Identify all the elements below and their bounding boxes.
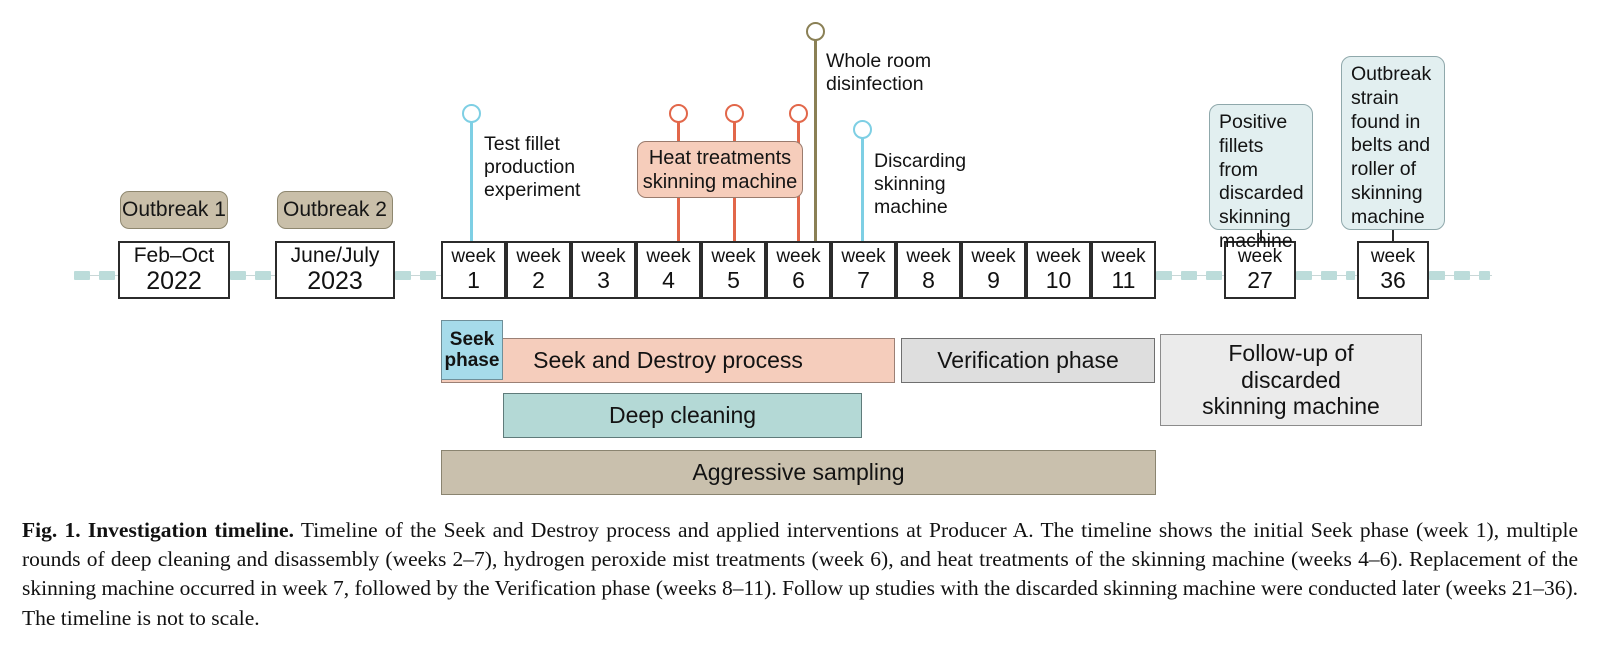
axis-dash	[1479, 271, 1490, 280]
axis-dash	[1454, 271, 1470, 280]
marker-stem-test-fillet-production-experiment	[470, 121, 473, 246]
caption-body: Timeline of the Seek and Destroy process…	[22, 518, 1578, 630]
marker-knob-heat-treatment-week-5	[724, 104, 744, 123]
figure-caption: Fig. 1. Investigation timeline. Timeline…	[22, 516, 1578, 633]
axis-dash	[1181, 271, 1197, 280]
marker-knob-test-fillet-production-experiment	[461, 104, 481, 123]
seek-and-destroy-bar: Seek and Destroy process	[441, 338, 895, 383]
week-number-label: 2	[532, 266, 545, 293]
axis-dash	[1206, 271, 1222, 280]
week-number-label: 27	[1247, 266, 1273, 293]
week-word-label: week	[1370, 246, 1416, 268]
axis-dash	[420, 271, 436, 280]
period-month-label: Feb–Oct	[133, 244, 215, 268]
week-word-label: week	[776, 246, 821, 268]
marker-knob-heat-treatment-week-6	[788, 104, 808, 123]
axis-dash	[1156, 271, 1172, 280]
week-word-label: week	[1101, 246, 1146, 268]
axis-dash	[230, 271, 246, 280]
outbreak-strain-callout: Outbreak strain found in belts and rolle…	[1341, 56, 1445, 230]
week-word-label: week	[646, 246, 691, 268]
axis-connector	[74, 275, 118, 276]
axis-dash	[395, 271, 411, 280]
week-number-label: 36	[1380, 266, 1406, 293]
marker-label-test-fillet-production-experiment: Test fillet production experiment	[484, 133, 581, 201]
period-month-label: June/July	[290, 244, 380, 268]
week-number-label: 8	[922, 266, 935, 293]
week-number-label: 3	[597, 266, 610, 293]
week-word-label: week	[841, 246, 886, 268]
marker-stem-discarding-skinning-machine	[861, 137, 864, 246]
axis-dash	[1346, 271, 1355, 280]
marker-knob-discarding-skinning-machine	[852, 120, 872, 139]
aggressive-sampling-bar: Aggressive sampling	[441, 450, 1156, 495]
callout-stem-outbreak-strain-callout	[1392, 230, 1394, 241]
week-number-label: 7	[857, 266, 870, 293]
period-year-label: 2023	[307, 266, 363, 295]
deep-cleaning-bar: Deep cleaning	[503, 393, 862, 438]
marker-knob-whole-room-disinfection	[805, 22, 825, 41]
week-number-label: 6	[792, 266, 805, 293]
follow-up-bar: Follow-up of discarded skinning machine	[1160, 334, 1422, 426]
week-number-label: 4	[662, 266, 675, 293]
week-number-label: 5	[727, 266, 740, 293]
marker-label-whole-room-disinfection: Whole room disinfection	[826, 50, 932, 95]
axis-dash	[74, 271, 90, 280]
axis-connector	[230, 275, 275, 276]
week-number-label: 1	[467, 266, 480, 293]
marker-stem-whole-room-disinfection	[814, 39, 817, 246]
axis-dash	[1429, 271, 1445, 280]
week-word-label: week	[581, 246, 626, 268]
positive-fillets-callout: Positive fillets from discarded skinning…	[1209, 104, 1313, 252]
week-word-label: week	[451, 246, 496, 268]
axis-dash	[1321, 271, 1337, 280]
week-word-label: week	[1237, 246, 1283, 268]
axis-dash	[1296, 271, 1312, 280]
week-word-label: week	[1036, 246, 1081, 268]
week-word-label: week	[906, 246, 951, 268]
week-number-label: 9	[987, 266, 1000, 293]
week-word-label: week	[711, 246, 756, 268]
period-year-label: 2022	[146, 266, 202, 295]
week-number-label: 10	[1045, 266, 1072, 293]
axis-dash	[99, 271, 115, 280]
marker-label-discarding-skinning-machine: Discarding skinning machine	[874, 150, 967, 218]
outbreak-pill-1: Outbreak 1	[120, 191, 228, 229]
seek-phase-bar: Seek phase	[441, 320, 503, 380]
outbreak-pill-2: Outbreak 2	[277, 191, 393, 229]
week-number-label: 11	[1111, 266, 1136, 293]
axis-connector	[395, 275, 441, 276]
axis-dash	[255, 271, 271, 280]
marker-knob-heat-treatment-week-4	[668, 104, 688, 123]
heat-badge-line-2: skinning machine	[642, 170, 798, 193]
week-word-label: week	[516, 246, 561, 268]
verification-phase-bar: Verification phase	[901, 338, 1155, 383]
heat-badge-line-1: Heat treatments	[648, 146, 792, 169]
callout-stem-positive-fillets-callout	[1260, 230, 1262, 241]
caption-prefix: Fig. 1. Investigation timeline.	[22, 518, 294, 542]
week-word-label: week	[971, 246, 1016, 268]
